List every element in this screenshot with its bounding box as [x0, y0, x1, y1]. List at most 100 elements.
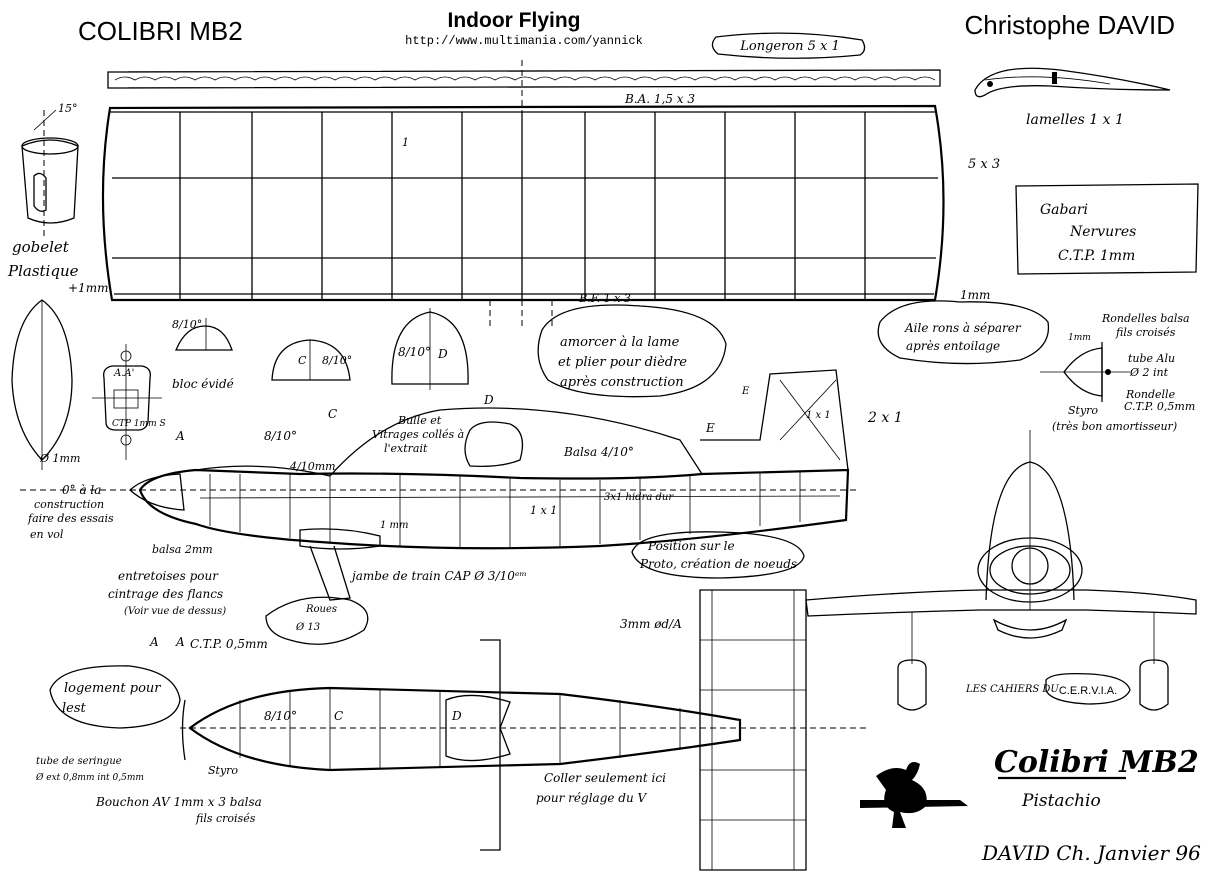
bulkhead-diam: Ø 1mm	[39, 452, 80, 465]
cowl-angle: 15°	[58, 102, 78, 115]
title-block-name: Colibri MB2	[994, 745, 1199, 780]
side-dim-label: 3x1 hidra dur	[604, 492, 674, 503]
wing-spar	[107, 69, 941, 89]
publisher-label: LES CAHIERS DU	[965, 684, 1059, 695]
wheel-detail	[1040, 342, 1130, 402]
bulkhead-b	[175, 318, 233, 351]
canopy-note-1: Bulle et	[397, 414, 442, 427]
top-label-a: A	[149, 635, 159, 649]
fin-dim-label: 1 x 1	[806, 410, 831, 421]
bulkhead-d-label: D	[437, 347, 448, 361]
wing-planform	[101, 60, 945, 330]
svg-text:Gabari: Gabari	[1040, 202, 1088, 218]
title-block-signature: DAVID Ch. Janvier 96	[981, 841, 1201, 865]
top-label-a2: A	[175, 635, 185, 649]
svg-text:Aile rons à séparer: Aile rons à séparer	[904, 321, 1022, 335]
template-box: Gabari Nervures C.T.P. 1mm	[1015, 183, 1199, 275]
tube-note-1: tube de seringue	[36, 756, 122, 767]
svg-text:amorcer à la lame: amorcer à la lame	[560, 335, 680, 350]
bulkhead-d	[391, 308, 469, 390]
rudder-dim-label: 3mm ød/A	[620, 617, 682, 631]
top-label-b: 8/10°	[264, 709, 297, 723]
top-view	[180, 589, 870, 871]
svg-text:Nervures: Nervures	[1069, 224, 1136, 240]
gear-label: jambe de train CAP Ø 3/10ᵉᵐ	[349, 569, 527, 583]
side-label-e: E	[705, 421, 715, 435]
slats-label: lamelles 1 x 1	[1026, 112, 1124, 128]
bulkhead-a-ctp: CTP 1mm S	[112, 419, 166, 429]
author-name: Christophe DAVID	[965, 10, 1176, 40]
svg-text:après entoilage: après entoilage	[906, 339, 1000, 353]
nose-cap-1: Bouchon AV 1mm x 3 balsa	[95, 795, 262, 809]
separation-dim: 1mm	[960, 288, 990, 302]
svg-text:C.E.R.V.I.A.: C.E.R.V.I.A.	[1059, 685, 1117, 697]
svg-text:lest: lest	[62, 701, 87, 716]
top-styro: Styro	[208, 764, 238, 777]
cowl-cup	[21, 109, 79, 240]
wheel-washers-1: Rondelles balsa	[1101, 312, 1190, 325]
position-note: Position sur le Proto, création de noeud…	[631, 531, 805, 579]
wheel-washers-2: fils croisés	[1115, 326, 1176, 339]
model-name: COLIBRI MB2	[78, 16, 243, 46]
bulkhead-c-dim: 8/10°	[322, 354, 352, 367]
side-label-a: A	[175, 429, 185, 443]
spar-label: Longeron 5 x 1	[711, 32, 866, 59]
fuselage-side	[20, 369, 860, 601]
svg-text:et plier pour dièdre: et plier pour dièdre	[558, 355, 687, 370]
wheel-tube-diam: Ø 2 int	[1129, 366, 1169, 379]
svg-text:C.T.P. 1mm: C.T.P. 1mm	[1058, 248, 1135, 264]
stab-dim-label: 2 x 1	[867, 410, 903, 426]
top-ctp-label: C.T.P. 0,5mm	[190, 637, 268, 651]
wheel-size: 1mm	[1068, 333, 1091, 343]
bulkhead-a-ref: A.A'	[113, 368, 134, 379]
svg-text:Longeron 5 x 1: Longeron 5 x 1	[739, 39, 840, 54]
wheel-tube: tube Alu	[1128, 352, 1175, 365]
wheel-washer: Rondelle	[1125, 388, 1176, 401]
ballast-note: logement pour lest	[49, 665, 181, 729]
side-label-b: 8/10°	[264, 429, 297, 443]
side-label-d: D	[483, 393, 494, 407]
zero-note-3: faire des essais	[27, 512, 114, 525]
svg-text:après construction: après construction	[560, 375, 684, 390]
nose-cap-2: fils croisés	[195, 812, 256, 825]
publisher-badge: C.E.R.V.I.A.	[1045, 672, 1131, 705]
glue-note-2: pour réglage du V	[536, 791, 648, 805]
trailing-edge-label: B.F. 1 x 3	[578, 292, 631, 305]
publisher-logo-silhouette	[860, 762, 968, 828]
bulkhead-b-dim: 8/10°	[172, 318, 202, 331]
wheel-side	[265, 596, 369, 645]
svg-text:Position sur le: Position sur le	[647, 539, 735, 553]
spacers-note-1: entretoises pour	[118, 569, 219, 583]
balsa-top-label: Balsa 4/10°	[563, 445, 634, 459]
balsa-2mm-label: balsa 2mm	[152, 543, 213, 556]
separation-note: Aile rons à séparer après entoilage	[877, 300, 1050, 365]
rib-dim-label: 1	[402, 136, 409, 149]
airfoil-section	[974, 67, 1171, 98]
svg-text:Proto, création de noeuds: Proto, création de noeuds	[639, 557, 797, 571]
nose-profile	[11, 299, 73, 470]
edge-size-label: 5 x 3	[968, 157, 1000, 172]
spacers-note-3: (Voir vue de dessus)	[124, 606, 226, 617]
zero-note-4: en vol	[30, 528, 64, 541]
zero-note-1: 0° à la	[62, 483, 101, 497]
canopy-note-2: Vitrages collés à	[372, 428, 464, 441]
one-mm-label: 1 mm	[380, 520, 409, 531]
title-block-subtitle: Pistachio	[1021, 791, 1101, 811]
wheel-styro: Styro	[1068, 404, 1098, 417]
bulkhead-d-dim: 8/10°	[398, 345, 431, 359]
cowl-thickness: +1mm	[68, 281, 108, 295]
category-title: Indoor Flying	[448, 9, 581, 32]
bulkhead-c	[271, 339, 351, 381]
balsa-side-label: 4/10mm	[289, 460, 336, 473]
bulkhead-c-label: C	[298, 354, 307, 367]
wheel-washer-spec: C.T.P. 0,5mm	[1124, 400, 1195, 413]
strut-label: 1 x 1	[530, 504, 557, 517]
wheel-note-1: Roues	[305, 604, 337, 615]
bulkhead-a	[92, 344, 162, 460]
zero-note-2: construction	[34, 498, 104, 511]
cowl-label-1: gobelet	[12, 238, 70, 256]
side-label-c: C	[328, 407, 337, 421]
side-label-e-top: E	[741, 386, 750, 397]
